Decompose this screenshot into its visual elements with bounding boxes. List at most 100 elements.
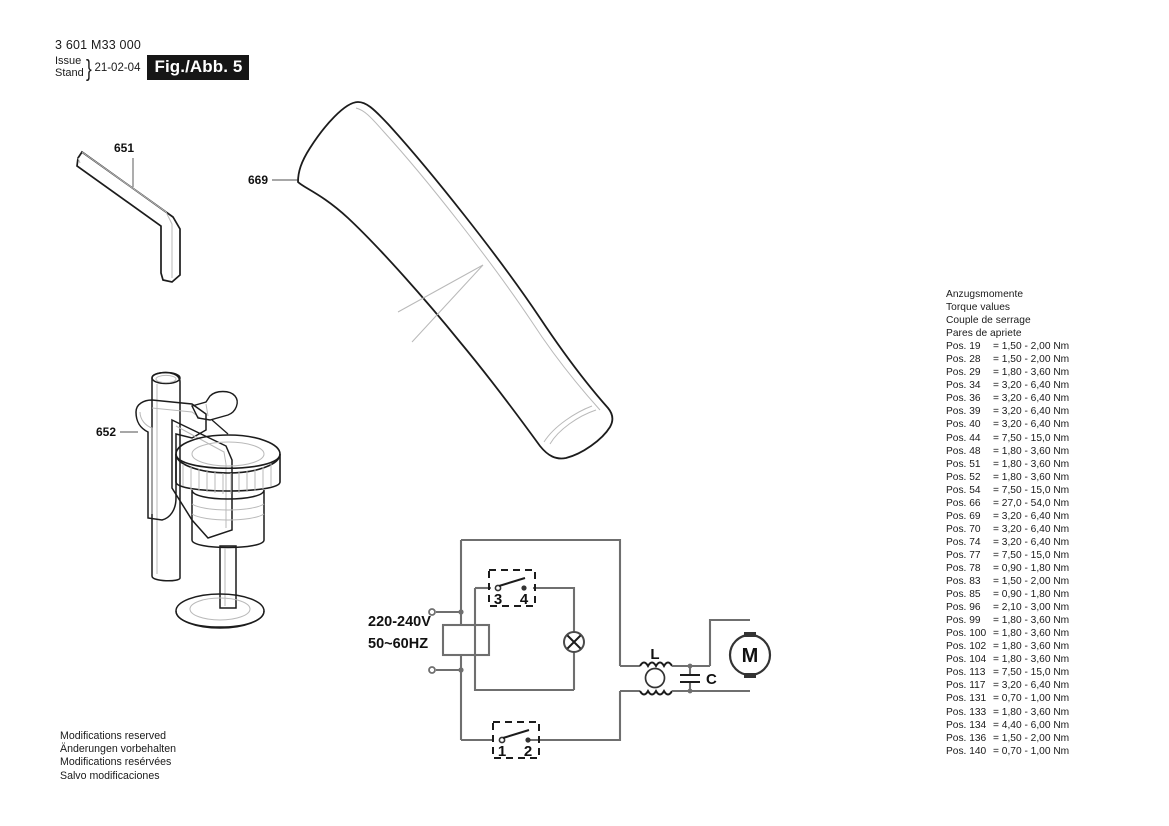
document-number: 3 601 M33 000 [55,38,141,52]
knob-lower-ring-1 [191,503,265,511]
table-row: Pos. 78= 0,90 - 1,80 Nm [946,562,1069,575]
modifications-line-en: Modifications reserved [60,730,166,742]
torque-value: = 0,70 - 1,00 Nm [993,693,1070,705]
torque-pos: Pos. 104 [946,654,987,666]
torque-value: = 3,20 - 6,40 Nm [993,419,1070,431]
wire-lamp-branch-right-top [533,586,576,632]
table-row: Pos. 85= 0,90 - 1,80 Nm [946,588,1069,601]
modifications-line-es: Salvo modificaciones [60,769,160,782]
table-row: Pos. 113= 7,50 - 15,0 Nm [946,666,1069,679]
table-row: Pos. 36= 3,20 - 6,40 Nm [946,392,1069,405]
supply-frequency-label: 50~60HZ [368,636,428,652]
table-row: Pos. 133= 1,80 - 3,60 Nm [946,706,1069,719]
table-row: Pos. 39= 3,20 - 6,40 Nm [946,405,1069,418]
torque-pos: Pos. 74 [946,536,981,548]
knob-knurl-band [175,453,281,492]
torque-pos: Pos. 36 [946,393,981,405]
switch-top-terminal-4-dot [521,585,527,591]
inductor-winding-top [639,661,673,669]
guide-assembly-drawing: 652 [96,371,281,629]
clamp-support-edge [175,425,227,528]
torque-value: = 1,80 - 3,60 Nm [993,445,1070,457]
guide-rod-top-opening [151,371,181,385]
table-row: Pos. 69= 3,20 - 6,40 Nm [946,510,1069,523]
modifications-notice: Modifications reserved Änderungen vorbeh… [60,730,176,783]
switch-bottom-label-2: 2 [524,743,532,760]
issue-stand-labels: Issue Stand [55,55,84,79]
knob-lower-ring-2 [191,513,265,521]
switch-top-label-3: 3 [494,591,502,608]
torque-pos: Pos. 133 [946,706,987,718]
torque-pos: Pos. 136 [946,732,987,744]
table-row: Pos. 44= 7,50 - 15,0 Nm [946,432,1069,445]
base-foot-edge [175,610,265,628]
torque-heading-es: Pares de apriete [946,328,1022,340]
issue-label: Issue [55,55,82,67]
base-foot-inner [189,597,251,621]
modifications-line-de: Änderungen vorbehalten [60,743,177,756]
torque-value: = 1,80 - 3,60 Nm [993,615,1070,627]
part-651-hex-key: 651 [60,130,250,310]
torque-value: = 1,80 - 3,60 Nm [993,654,1070,666]
junction-live [458,609,464,615]
torque-value: = 0,90 - 1,80 Nm [993,589,1070,601]
torque-pos: Pos. 51 [946,458,981,470]
table-row: Pos. 104 = 1,80 - 3,60 Nm [946,653,1069,666]
junction-neutral [458,667,464,673]
wing-screw-shaft [211,419,229,435]
torque-pos: Pos. 40 [946,419,981,431]
supply-voltage-label: 220-240V [368,614,431,630]
wiring-diagram: 220-240V 50~60HZ 3 4 1 2 [358,528,778,778]
table-row: Pos. 19= 1,50 - 2,00 Nm [946,340,1069,353]
terminal-live [428,608,436,616]
modifications-line-fr: Modifications resérvées [60,756,172,769]
torque-pos: Pos. 77 [946,549,981,561]
callout-669: 669 [248,173,268,187]
torque-value: = 27,0 - 54,0 Nm [993,497,1070,509]
table-row: Pos. 117= 3,20 - 6,40 Nm [946,679,1069,692]
document-header: 3 601 M33 000 Issue Stand } 21-02-04 Fig… [55,38,250,81]
guide-rod-bore [155,374,177,384]
motor-label: M [742,645,759,667]
clamp-arm-top-edge [151,407,201,419]
torque-pos: Pos. 19 [946,341,981,353]
knob-top-inner [191,441,265,467]
torque-pos: Pos. 66 [946,497,981,509]
part-652-guide-assembly: 652 [80,368,290,633]
wire-lamp-branch-left [473,588,574,692]
table-row: Pos. 99 = 1,80 - 3,60 Nm [946,614,1069,627]
table-row: Pos. 40 = 3,20 - 6,40 Nm [946,418,1069,431]
junction-cap-top [687,663,693,669]
torque-pos: Pos. 44 [946,432,981,444]
table-row: Pos. 77= 7,50 - 15,0 Nm [946,549,1069,562]
terminal-neutral [428,666,436,674]
issue-row: Issue Stand } 21-02-04 Fig./Abb. 5 [55,54,250,81]
switch-bottom-enclosure [492,721,540,759]
torque-pos: Pos. 140 [946,745,987,757]
hex-key-tip-edge [77,157,81,164]
torque-value: = 3,20 - 6,40 Nm [993,523,1070,535]
table-row: Pos. 48= 1,80 - 3,60 Nm [946,445,1069,458]
dust-bag-mouth-inner [549,409,597,445]
torque-pos: Pos. 52 [946,471,981,483]
torque-pos: Pos. 34 [946,380,981,392]
brace-glyph: } [85,54,92,81]
torque-pos: Pos. 99 [946,615,981,627]
switch-top-blade [498,577,526,587]
table-row: Pos. 28= 1,50 - 2,00 Nm [946,353,1069,366]
dust-bag-mouth-edge [543,405,593,443]
figure-badge: Fig./Abb. 5 [147,55,250,80]
table-row: Pos. 54= 7,50 - 15,0 Nm [946,484,1069,497]
table-row: Pos. 100= 1,80 - 3,60 Nm [946,627,1069,640]
torque-heading-fr: Couple de serrage [946,315,1031,327]
switch-bottom-terminal-2-dot [525,737,531,743]
torque-value: = 3,20 - 6,40 Nm [993,380,1070,392]
switch-top-label-4: 4 [520,591,529,608]
hex-key-drawing: 651 [76,141,181,283]
torque-value: = 1,80 - 3,60 Nm [993,641,1070,653]
torque-pos: Pos. 78 [946,562,981,574]
torque-pos: Pos. 29 [946,367,981,379]
part-669-dust-bag: 669 [240,90,630,470]
table-row: Pos. 136= 1,50 - 2,00 Nm [946,732,1069,745]
knob-knurl-ridges [182,464,272,494]
